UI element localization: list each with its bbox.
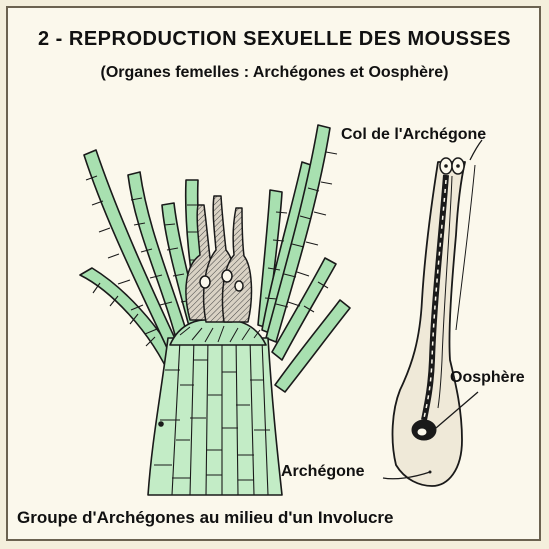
label-col-archegone: Col de l'Archégone bbox=[341, 126, 486, 144]
involucre-group bbox=[80, 125, 350, 495]
label-oosphere: Oosphère bbox=[450, 369, 525, 387]
archegonium-detail bbox=[383, 140, 482, 486]
stem bbox=[148, 338, 282, 495]
label-archegone: Archégone bbox=[281, 463, 365, 481]
diagram-caption: Groupe d'Archégones au milieu d'un Invol… bbox=[17, 508, 393, 528]
